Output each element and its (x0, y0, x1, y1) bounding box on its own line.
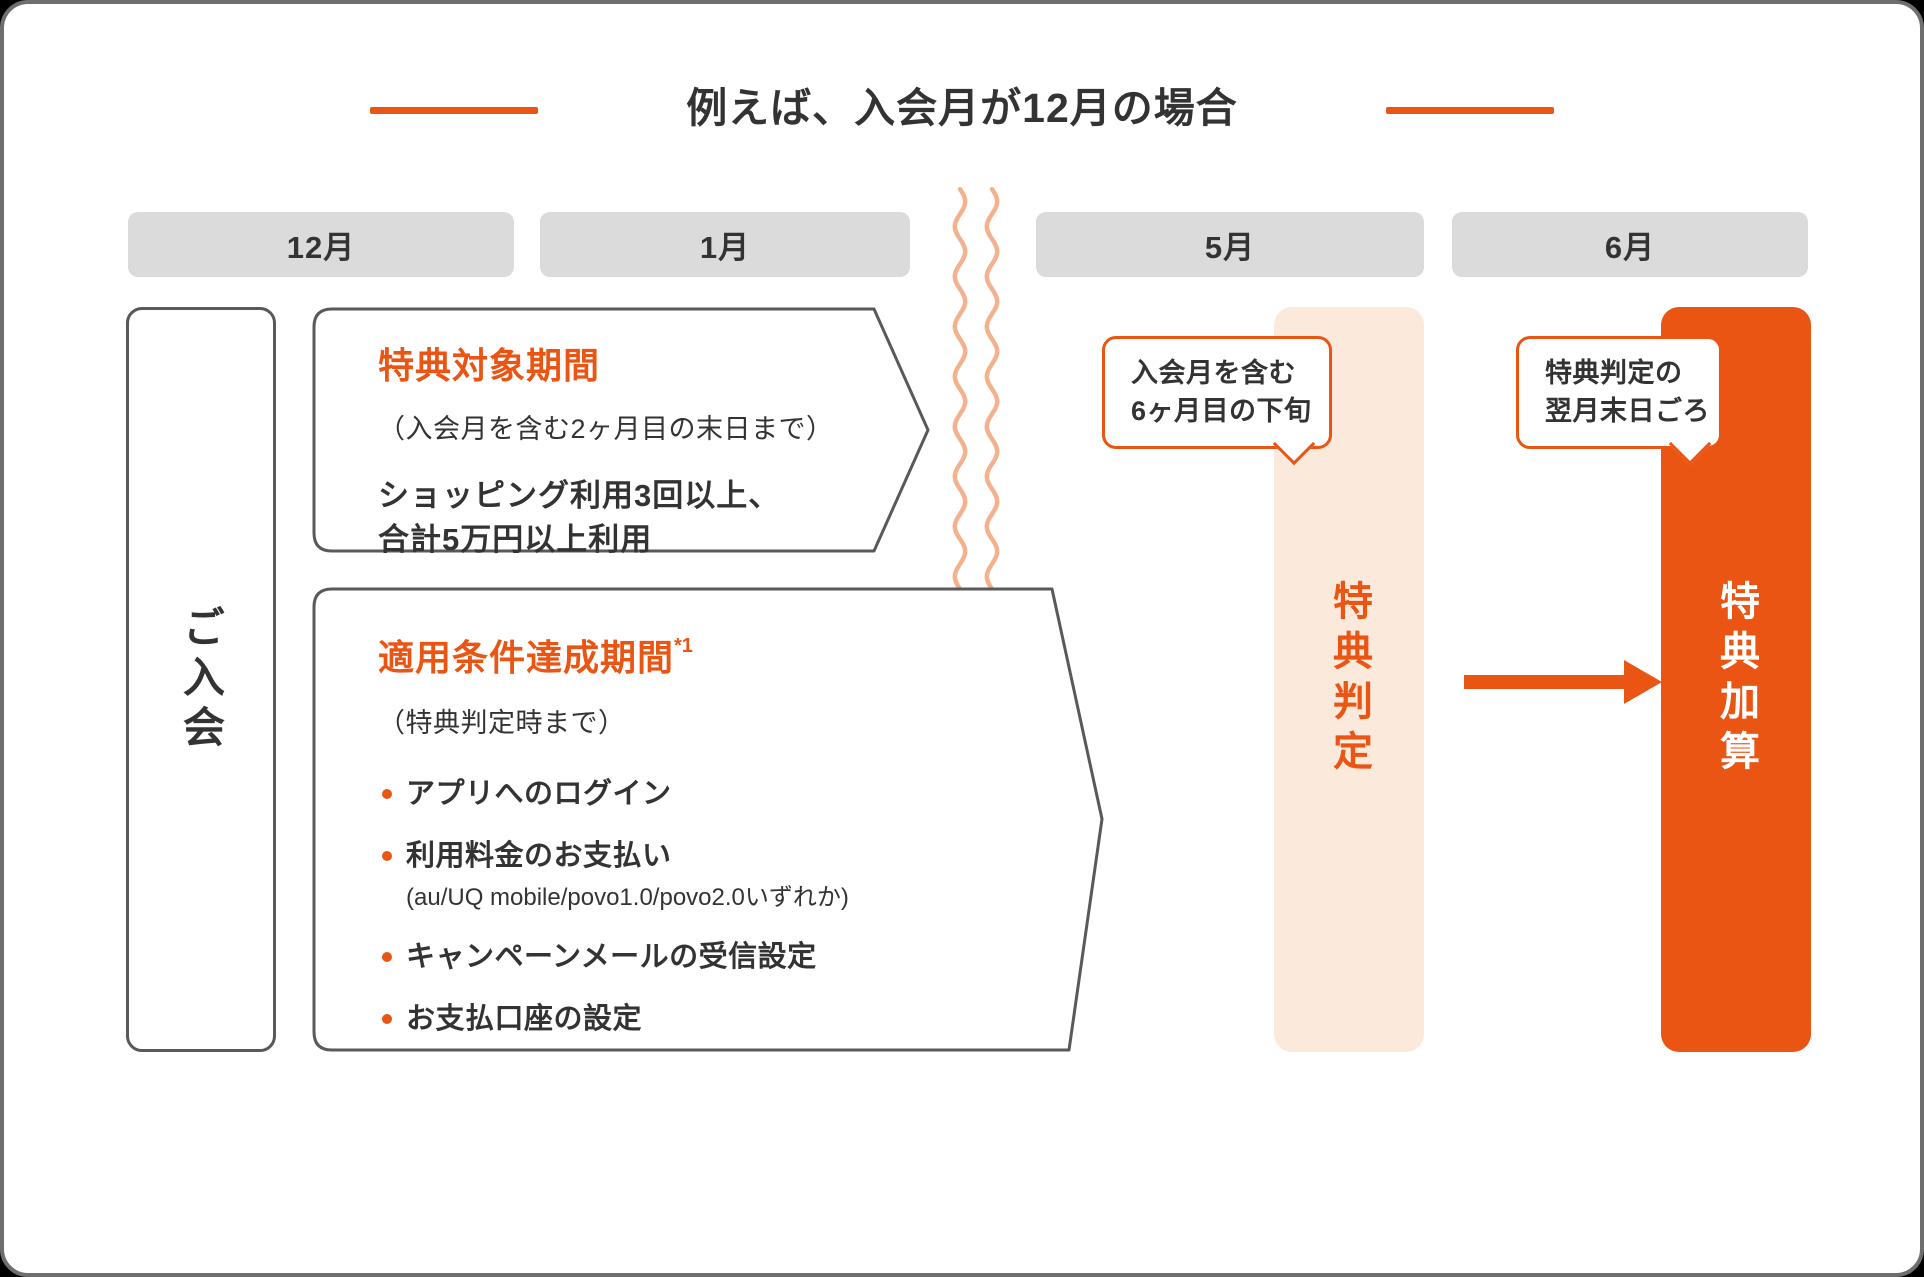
month-box-january: 1月 (540, 212, 910, 277)
month-box-june: 6月 (1452, 212, 1808, 277)
month-box-december: 12月 (128, 212, 514, 277)
judgement-timing-bubble: 入会月を含む 6ヶ月目の下旬 (1102, 336, 1332, 466)
condition-item-bill-payment: 利用料金のお支払い (au/UQ mobile/povo1.0/povo2.0い… (406, 840, 849, 911)
benefit-grant-bar-label: 特典加算 (1714, 579, 1758, 780)
benefit-period-box: 特典対象期間 （入会月を含む2ヶ月目の末日まで） ショッピング利用3回以上、 合… (312, 307, 932, 557)
list-item: アプリへのログイン (378, 776, 1106, 812)
arrow-right-icon (1464, 660, 1662, 704)
bullet-dot-icon (382, 1013, 392, 1024)
page-title: 例えば、入会月が12月の場合 (686, 85, 1238, 131)
bullet-dot-icon (382, 851, 392, 862)
condition-item-account-setting: お支払口座の設定 (406, 1002, 643, 1035)
benefit-judgement-bar-label: 特典判定 (1327, 579, 1371, 780)
condition-period-box: 適用条件達成期間*1 （特典判定時まで） アプリへのログイン 利用料金のお支払い… (312, 587, 1106, 1052)
condition-period-heading: 適用条件達成期間*1 (378, 629, 1106, 681)
grant-timing-line1: 特典判定の (1545, 358, 1683, 389)
benefit-condition-line1: ショッピング利用3回以上、 (378, 478, 781, 513)
grant-timing-line2: 翌月末日ごろ (1545, 395, 1710, 426)
timeline-break-waves-icon (952, 187, 1000, 591)
condition-period-heading-text: 適用条件達成期間 (378, 637, 675, 678)
title-dash-right-icon (1385, 106, 1554, 114)
month-box-may: 5月 (1036, 212, 1424, 277)
condition-period-box-shape (312, 587, 1104, 1052)
title-dash-left-icon (370, 106, 539, 114)
join-box: ご入会 (126, 307, 276, 1052)
list-item: 利用料金のお支払い (au/UQ mobile/povo1.0/povo2.0い… (378, 838, 1106, 912)
condition-period-heading-note: *1 (674, 635, 693, 657)
title-row: 例えば、入会月が12月の場合 (4, 76, 1920, 132)
grant-timing-bubble: 特典判定の 翌月末日ごろ (1516, 336, 1722, 466)
condition-item-bill-payment-note: (au/UQ mobile/povo1.0/povo2.0いずれか) (406, 883, 849, 911)
condition-item-mail-setting: キャンペーンメールの受信設定 (406, 940, 817, 973)
bullet-dot-icon (382, 951, 392, 962)
bullet-dot-icon (382, 789, 392, 799)
condition-period-subheading: （特典判定時まで） (378, 708, 626, 738)
benefit-period-box-shape (312, 307, 930, 553)
condition-item-app-login: アプリへのログイン (406, 778, 672, 810)
judgement-timing-line1: 入会月を含む (1131, 358, 1296, 389)
condition-bullet-list: アプリへのログイン 利用料金のお支払い (au/UQ mobile/povo1.… (378, 776, 1106, 1037)
benefit-period-subheading: （入会月を含む2ヶ月目の末日まで） (378, 414, 834, 444)
list-item: キャンペーンメールの受信設定 (378, 939, 1106, 975)
join-box-label: ご入会 (177, 604, 225, 755)
judgement-timing-line2: 6ヶ月目の下旬 (1131, 395, 1312, 426)
benefit-period-heading: 特典対象期間 (378, 345, 601, 386)
list-item: お支払口座の設定 (378, 1001, 1106, 1037)
benefit-condition-line2: 合計5万円以上利用 (378, 522, 653, 558)
